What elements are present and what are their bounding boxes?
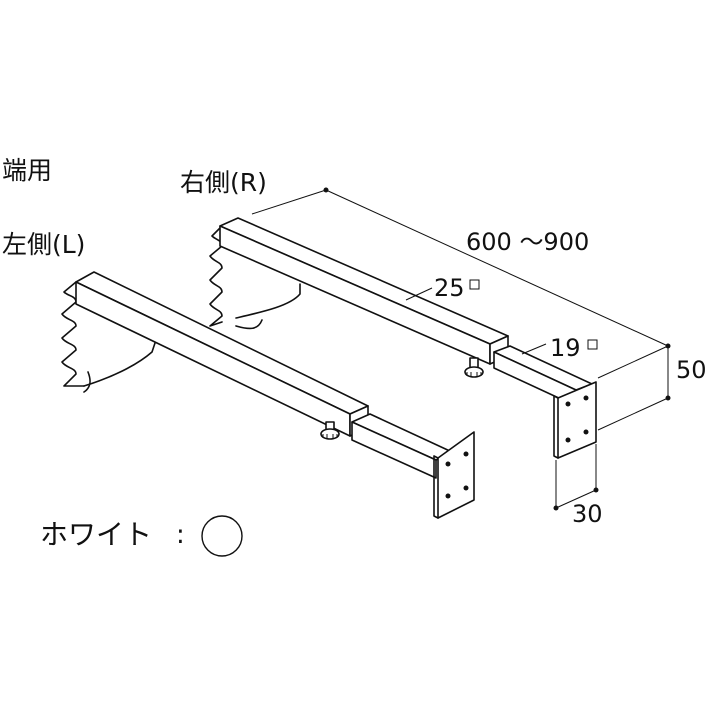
left-wall-plate bbox=[61, 281, 85, 387]
left-plate-hole bbox=[445, 461, 451, 467]
inner-size-leader bbox=[521, 343, 547, 355]
height-dimension-label: 50 bbox=[676, 356, 707, 384]
width-dimension-label: 30 bbox=[572, 500, 603, 528]
right-plate-hole bbox=[565, 401, 571, 407]
right-end-plate-edge bbox=[553, 395, 559, 459]
right-plate-hole bbox=[583, 395, 589, 401]
left-plate-hole bbox=[463, 451, 469, 457]
left-gusset bbox=[83, 339, 157, 387]
length-extension-right bbox=[597, 345, 669, 379]
dimension-dot bbox=[553, 505, 559, 511]
usage-label: 端用 bbox=[2, 156, 53, 185]
left-plate-hole bbox=[463, 485, 469, 491]
left-side-label: 左側(L) bbox=[2, 230, 86, 259]
left-outer-tube bbox=[75, 271, 369, 415]
inner-tube-size-label: 19 bbox=[550, 334, 581, 362]
height-extension-bottom bbox=[597, 397, 669, 431]
color-separator: : bbox=[176, 520, 185, 550]
outer-size-leader bbox=[405, 287, 433, 301]
white-color-swatch bbox=[201, 515, 243, 557]
left-outer-tube-side bbox=[75, 281, 351, 437]
color-name-label: ホワイト bbox=[40, 518, 153, 551]
right-adjuster-knob bbox=[464, 357, 484, 378]
dimension-dot bbox=[593, 487, 599, 493]
left-end-plate bbox=[437, 431, 475, 519]
right-plate-hole bbox=[565, 437, 571, 443]
right-bracket bbox=[209, 217, 597, 459]
left-end-plate-edge bbox=[433, 455, 439, 519]
left-adjuster-knob bbox=[320, 421, 340, 440]
square-section-mark bbox=[469, 279, 480, 290]
square-section-mark bbox=[587, 339, 598, 350]
left-plate-hole bbox=[445, 493, 451, 499]
left-gusset-back bbox=[83, 371, 91, 393]
right-gusset-lower bbox=[235, 319, 263, 330]
right-gusset bbox=[235, 283, 301, 319]
dimension-lines bbox=[251, 187, 671, 511]
right-plate-hole bbox=[583, 429, 589, 435]
length-extension-left bbox=[251, 189, 327, 215]
right-outer-tube bbox=[219, 217, 509, 345]
dimension-dot bbox=[323, 187, 329, 193]
dimension-dot bbox=[665, 395, 671, 401]
left-bracket bbox=[61, 271, 475, 519]
width-dimension-line bbox=[555, 489, 597, 509]
left-inner-tube-side bbox=[351, 421, 437, 479]
outer-tube-size-label: 25 bbox=[434, 274, 465, 302]
length-dimension-line bbox=[325, 189, 669, 347]
right-side-label: 右側(R) bbox=[180, 168, 267, 197]
length-dimension-label: 600 ～900 bbox=[466, 228, 590, 256]
